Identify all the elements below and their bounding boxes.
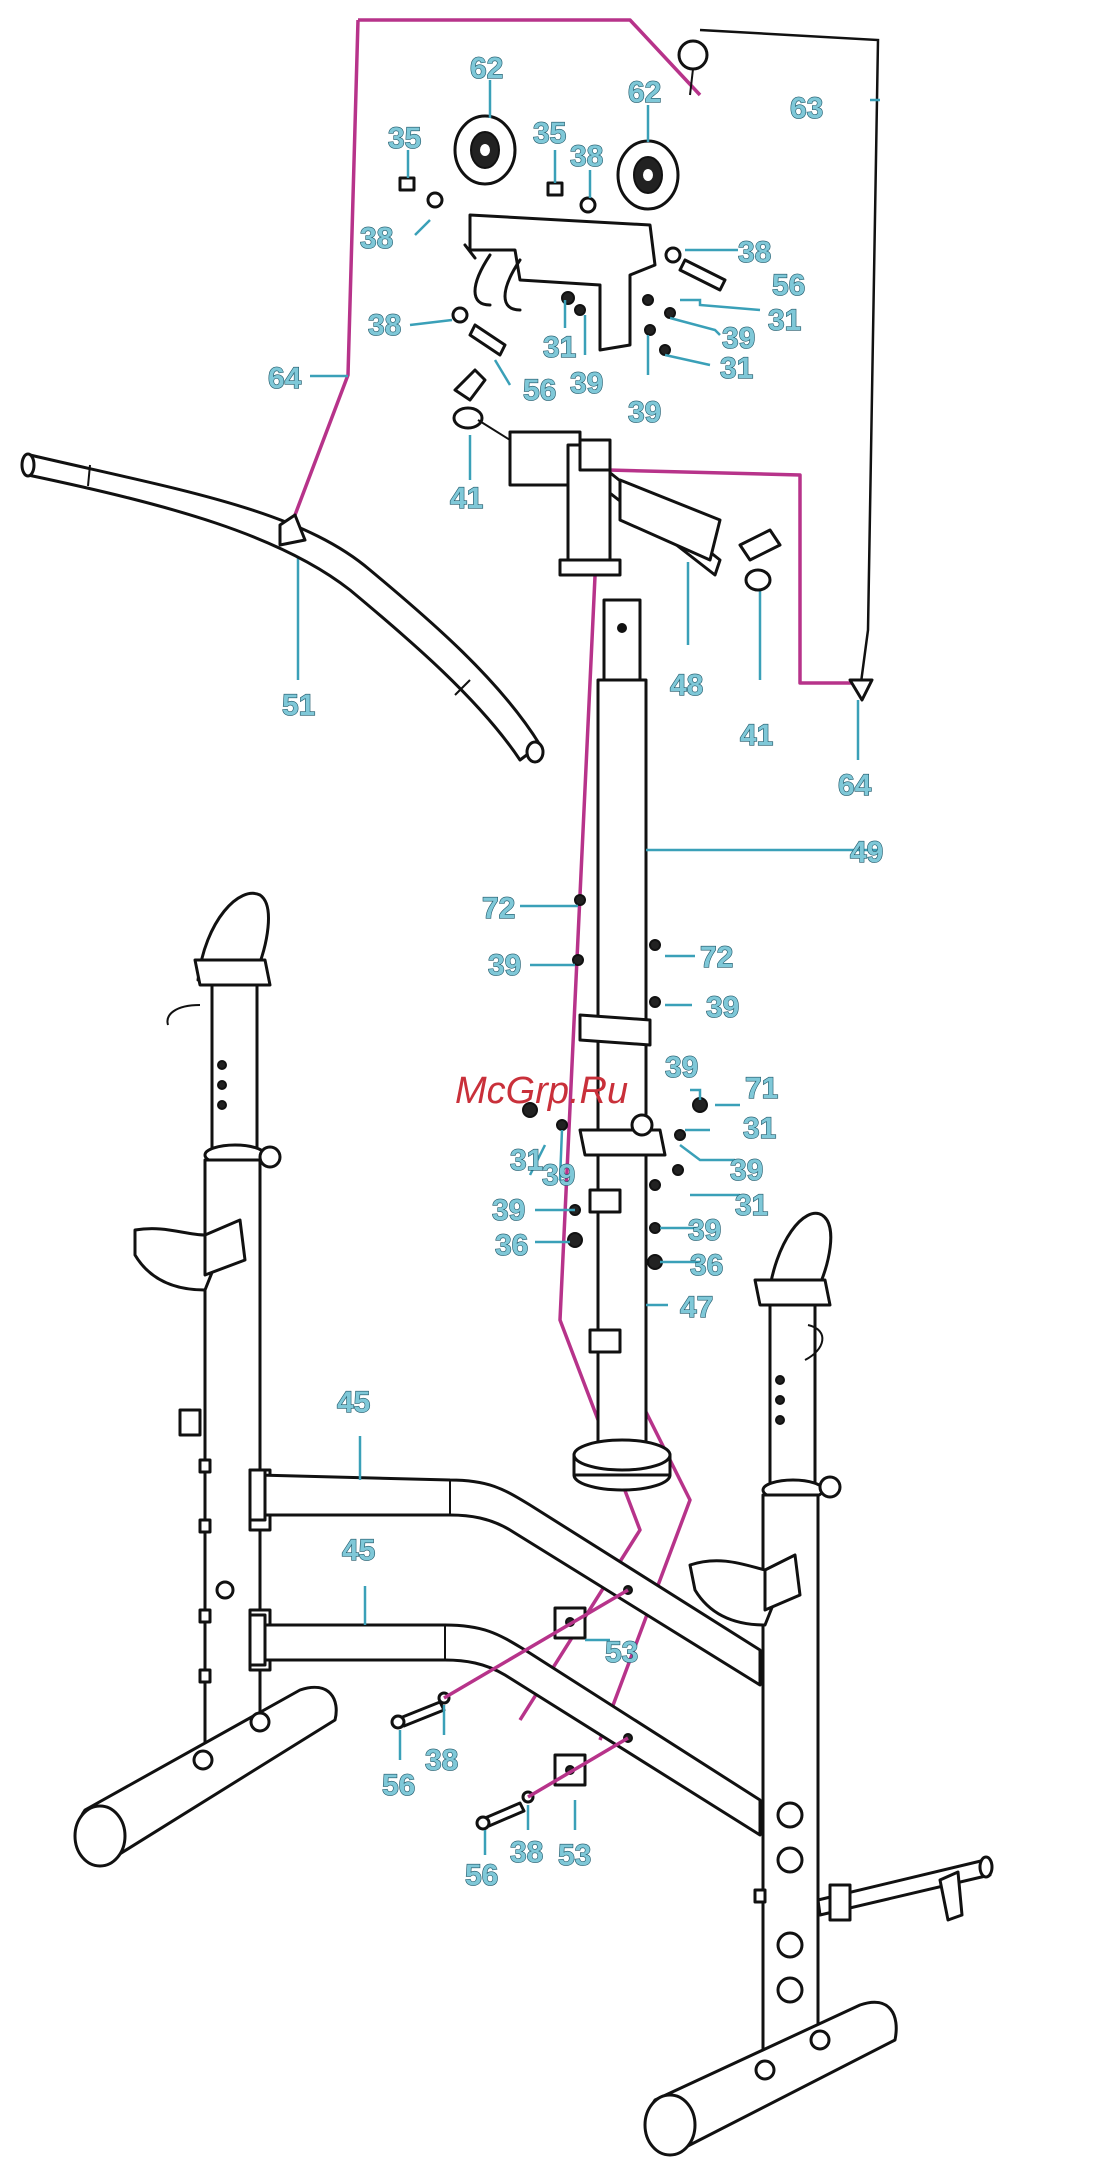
label-53-upper: 53 [605,1636,638,1669]
label-39-right-m: 39 [706,991,739,1024]
label-38-left: 38 [368,309,401,342]
label-41-left: 41 [450,482,483,515]
watermark: McGrp.Ru [455,1070,628,1112]
upright-49 [598,600,880,1040]
pulley-bracket [465,215,655,350]
label-56-lower-a: 56 [382,1769,415,1802]
label-62-right: 62 [628,76,661,109]
label-31-low-r: 31 [735,1189,768,1222]
label-31-right-a: 31 [768,304,801,337]
label-35-right: 35 [533,117,566,150]
label-39-left-m: 39 [488,949,521,982]
label-36-right: 36 [690,1249,723,1282]
label-31-right-b: 31 [720,352,753,385]
label-38-right-top: 38 [570,140,603,173]
label-56-right: 56 [772,269,805,302]
label-72-right: 72 [700,941,733,974]
label-31-mid-r: 31 [743,1112,776,1145]
knob-41-left [454,370,510,440]
pulley-62-left [455,116,515,184]
label-45-upper: 45 [337,1386,370,1419]
label-56-left: 56 [523,374,556,407]
label-56-lower-b: 56 [465,1859,498,1892]
label-53-lower: 53 [558,1839,591,1872]
label-71: 71 [745,1072,778,1105]
label-41-right: 41 [740,719,773,752]
label-45-lower: 45 [342,1534,375,1567]
label-39-center: 39 [570,367,603,400]
label-49: 49 [850,836,883,869]
knob-41-right [740,530,780,590]
label-39-top-mid: 39 [665,1051,698,1084]
plate-53-lower [555,1755,585,1785]
label-48: 48 [670,669,703,702]
label-38-right: 38 [738,236,771,269]
label-39-mid-r: 39 [730,1154,763,1187]
label-63: 63 [790,92,823,125]
label-38-lower-a: 38 [425,1744,458,1777]
label-62-left: 62 [470,52,503,85]
label-31-center: 31 [543,331,576,364]
label-72-left: 72 [482,892,515,925]
label-39-mid-l: 39 [542,1159,575,1192]
crossbar-48 [510,432,720,575]
label-38-lower-b: 38 [510,1836,543,1869]
label-35-left: 35 [388,122,421,155]
label-64-right: 64 [838,769,872,802]
pulley-62-right [618,141,678,209]
label-38-left-top: 38 [360,222,393,255]
label-36-left: 36 [495,1229,528,1262]
leaders-top [298,80,880,760]
weight-post-right [818,1857,992,1920]
label-47: 47 [680,1291,713,1324]
label-39-right-b: 39 [628,396,661,429]
label-39-right-a: 39 [722,322,755,355]
label-64-left: 64 [268,362,302,395]
label-39-low-l: 39 [492,1194,525,1227]
label-51: 51 [282,689,315,722]
label-31-mid-l: 31 [510,1144,543,1177]
label-39-low-r: 39 [688,1214,721,1247]
